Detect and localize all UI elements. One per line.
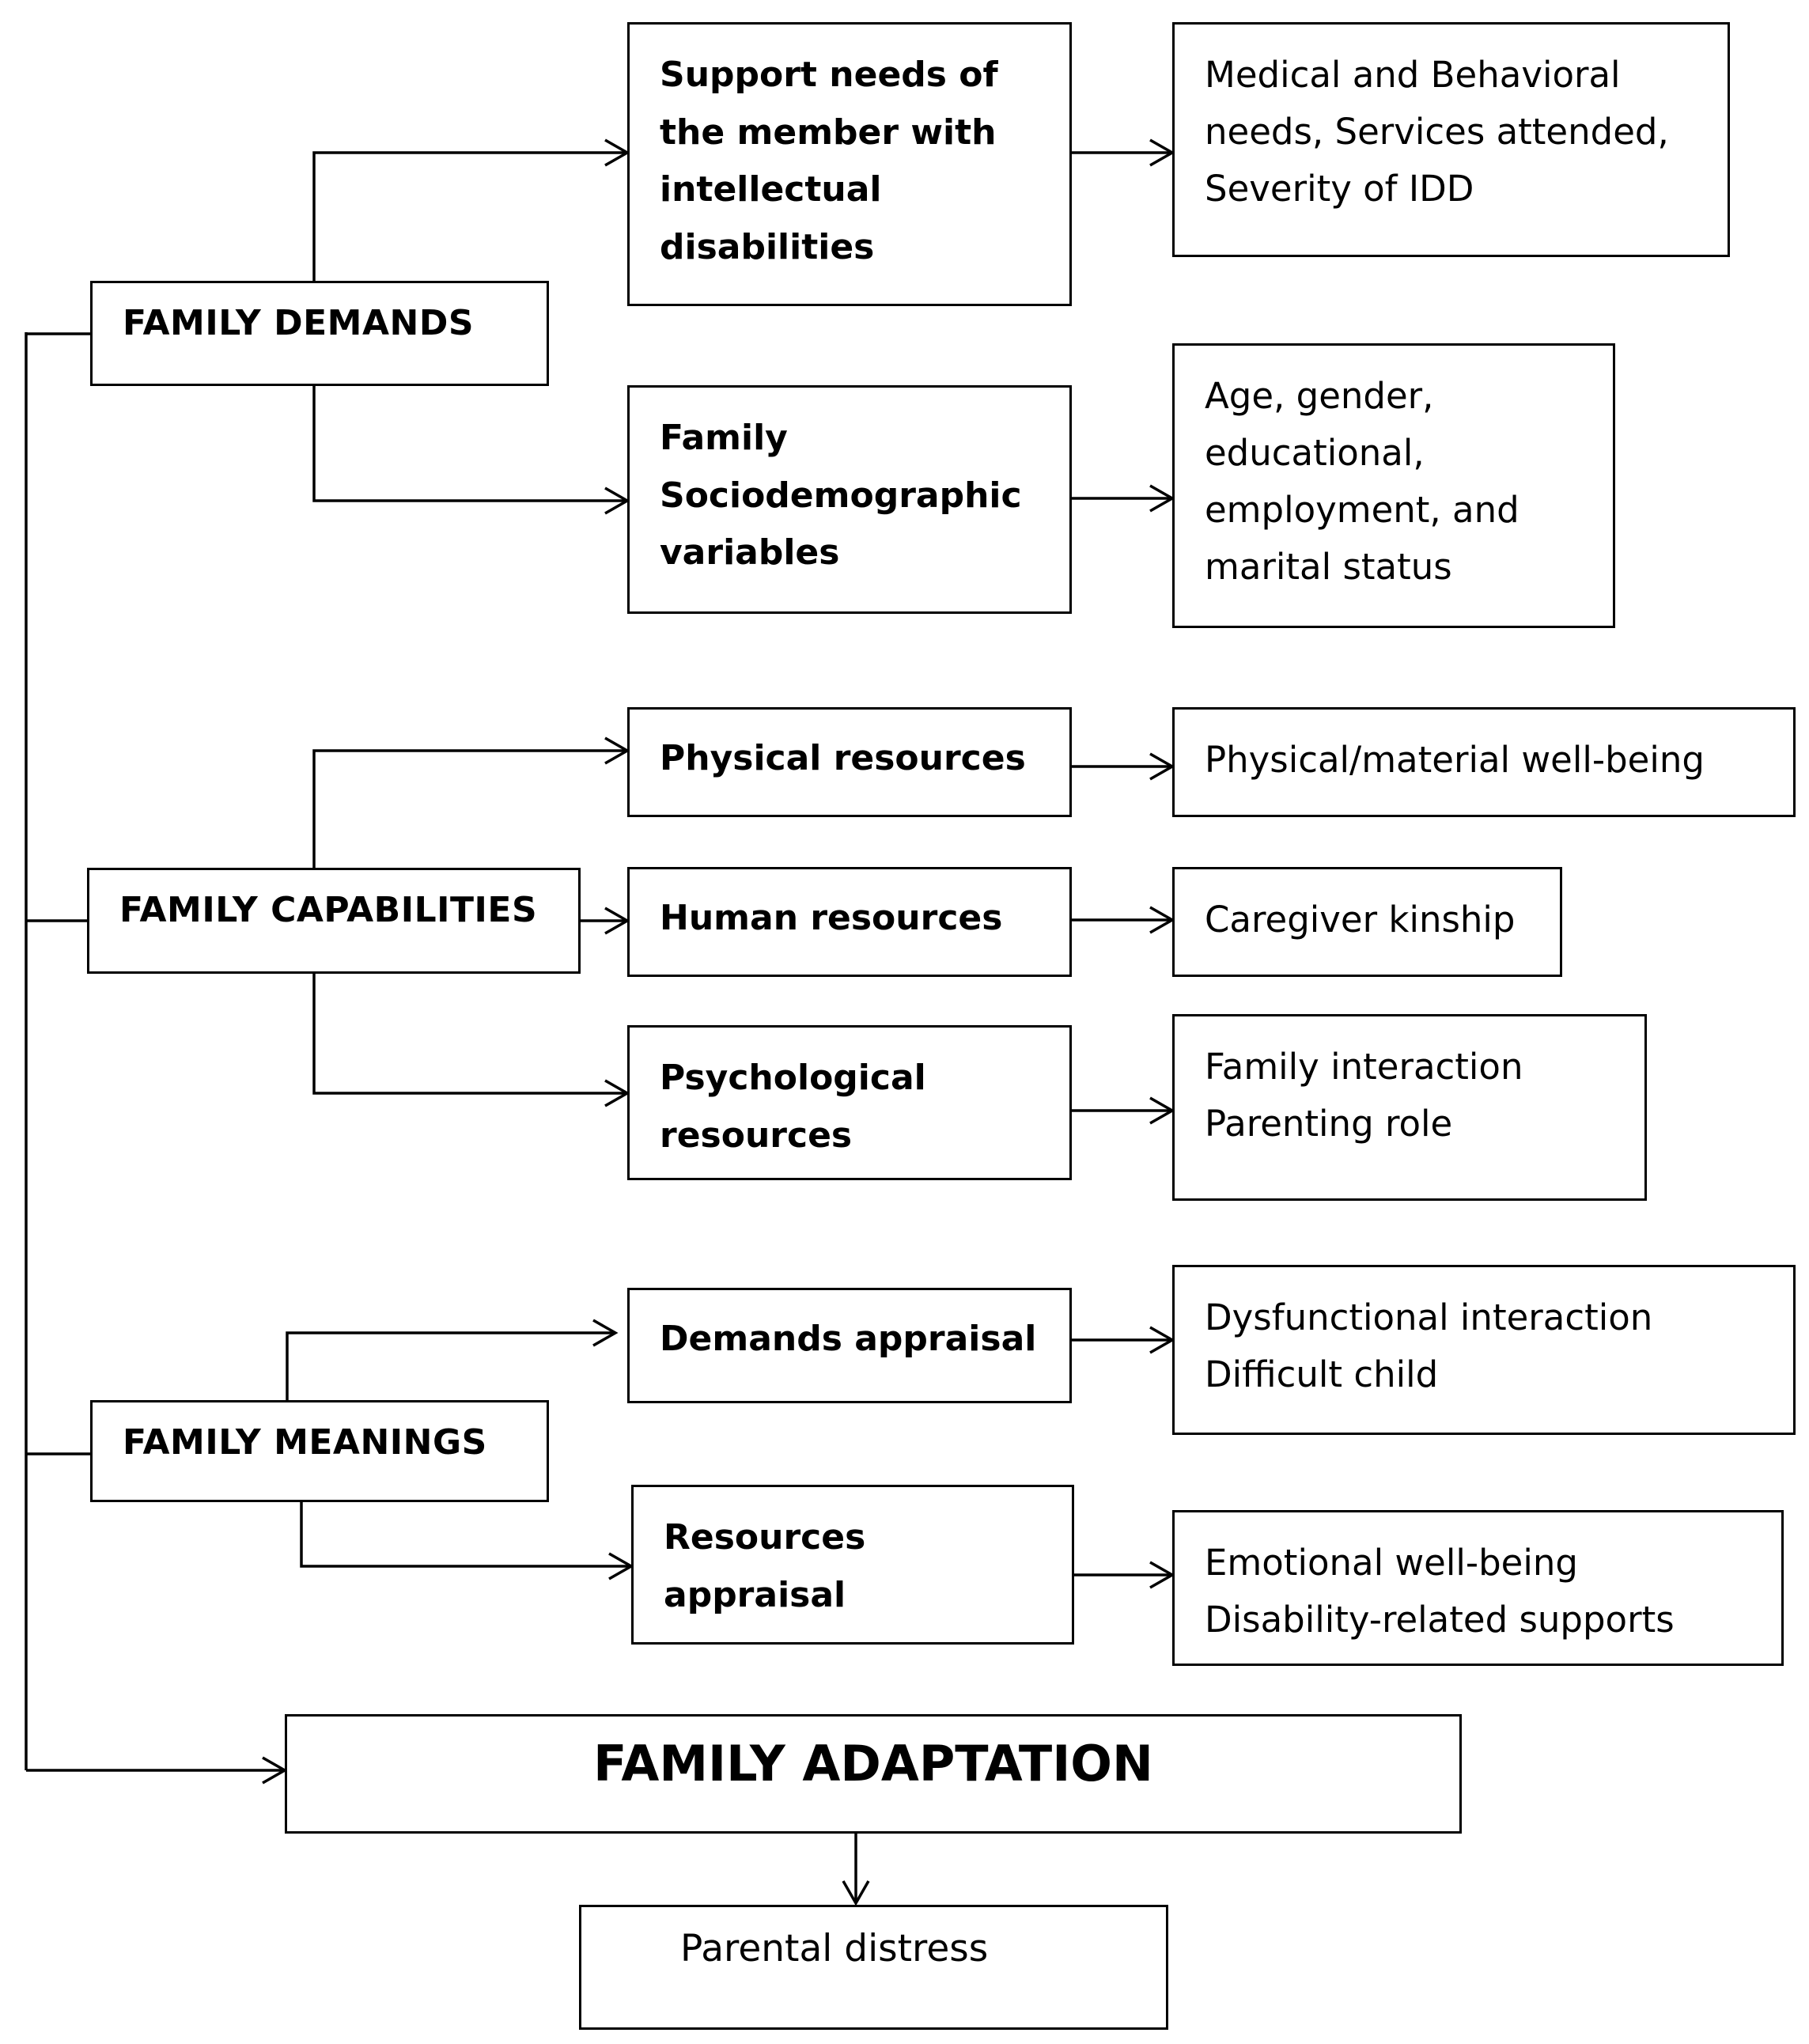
physical-resources-detail: Physical/material well-being [1205,739,1705,781]
sociodemographic-detail: Age, gender, educational, employment, an… [1205,375,1519,588]
demands-appraisal-detail-box: Dysfunctional interaction Difficult chil… [1172,1265,1796,1435]
support-needs-detail-box: Medical and Behavioral needs, Services a… [1172,22,1730,257]
psychological-resources-label: Psychological resources [660,1058,926,1156]
sociodemographic-label: Family Sociodemographic variables [660,418,1022,573]
arrowhead-demands-appraisal [592,1319,619,1347]
human-resources-detail: Caregiver kinship [1205,899,1516,941]
demands-appraisal-box: Demands appraisal [627,1288,1072,1403]
psychological-resources-detail: Family interaction Parenting role [1205,1046,1523,1145]
family-meanings-box: FAMILY MEANINGS [90,1400,549,1502]
family-meanings-label: FAMILY MEANINGS [123,1422,487,1463]
psychological-resources-box: Psychological resources [627,1025,1072,1180]
family-demands-box: FAMILY DEMANDS [90,281,549,386]
support-needs-label: Support needs of the member with intelle… [660,55,998,267]
support-needs-box: Support needs of the member with intelle… [627,22,1072,306]
sociodemographic-box: Family Sociodemographic variables [627,385,1072,614]
physical-resources-box: Physical resources [627,707,1072,817]
resources-appraisal-label: Resources appraisal [664,1517,866,1615]
sociodemographic-detail-box: Age, gender, educational, employment, an… [1172,343,1615,628]
connector-meanings-to-demands-appraisal [286,1331,615,1400]
demands-appraisal-label: Demands appraisal [660,1319,1037,1359]
resources-appraisal-detail-box: Emotional well-being Disability-related … [1172,1510,1784,1666]
family-adaptation-box: FAMILY ADAPTATION [285,1714,1462,1834]
family-adaptation-label: FAMILY ADAPTATION [593,1735,1153,1792]
physical-resources-label: Physical resources [660,738,1026,778]
connector-meanings-to-resources-appraisal [300,1502,631,1568]
human-resources-box: Human resources [627,867,1072,977]
physical-resources-detail-box: Physical/material well-being [1172,707,1796,817]
resources-appraisal-box: Resources appraisal [631,1485,1074,1645]
demands-appraisal-detail: Dysfunctional interaction Difficult chil… [1205,1296,1653,1395]
arrowhead-outcome [842,1880,870,1906]
family-demands-label: FAMILY DEMANDS [123,303,475,343]
human-resources-detail-box: Caregiver kinship [1172,867,1562,977]
human-resources-label: Human resources [660,898,1003,938]
connector-capabilities-to-psychological [312,974,627,1095]
parental-distress-box: Parental distress [579,1905,1168,2030]
family-capabilities-box: FAMILY CAPABILITIES [87,868,581,974]
connector-demands-to-support [312,151,627,281]
resources-appraisal-detail: Emotional well-being Disability-related … [1205,1542,1675,1641]
parental-distress-label: Parental distress [680,1927,989,1970]
psychological-resources-detail-box: Family interaction Parenting role [1172,1014,1647,1201]
family-capabilities-label: FAMILY CAPABILITIES [119,890,538,930]
support-needs-detail: Medical and Behavioral needs, Services a… [1205,54,1669,210]
connector-demands-to-sociodemographic [312,386,627,502]
connector-capabilities-to-physical [312,749,627,868]
